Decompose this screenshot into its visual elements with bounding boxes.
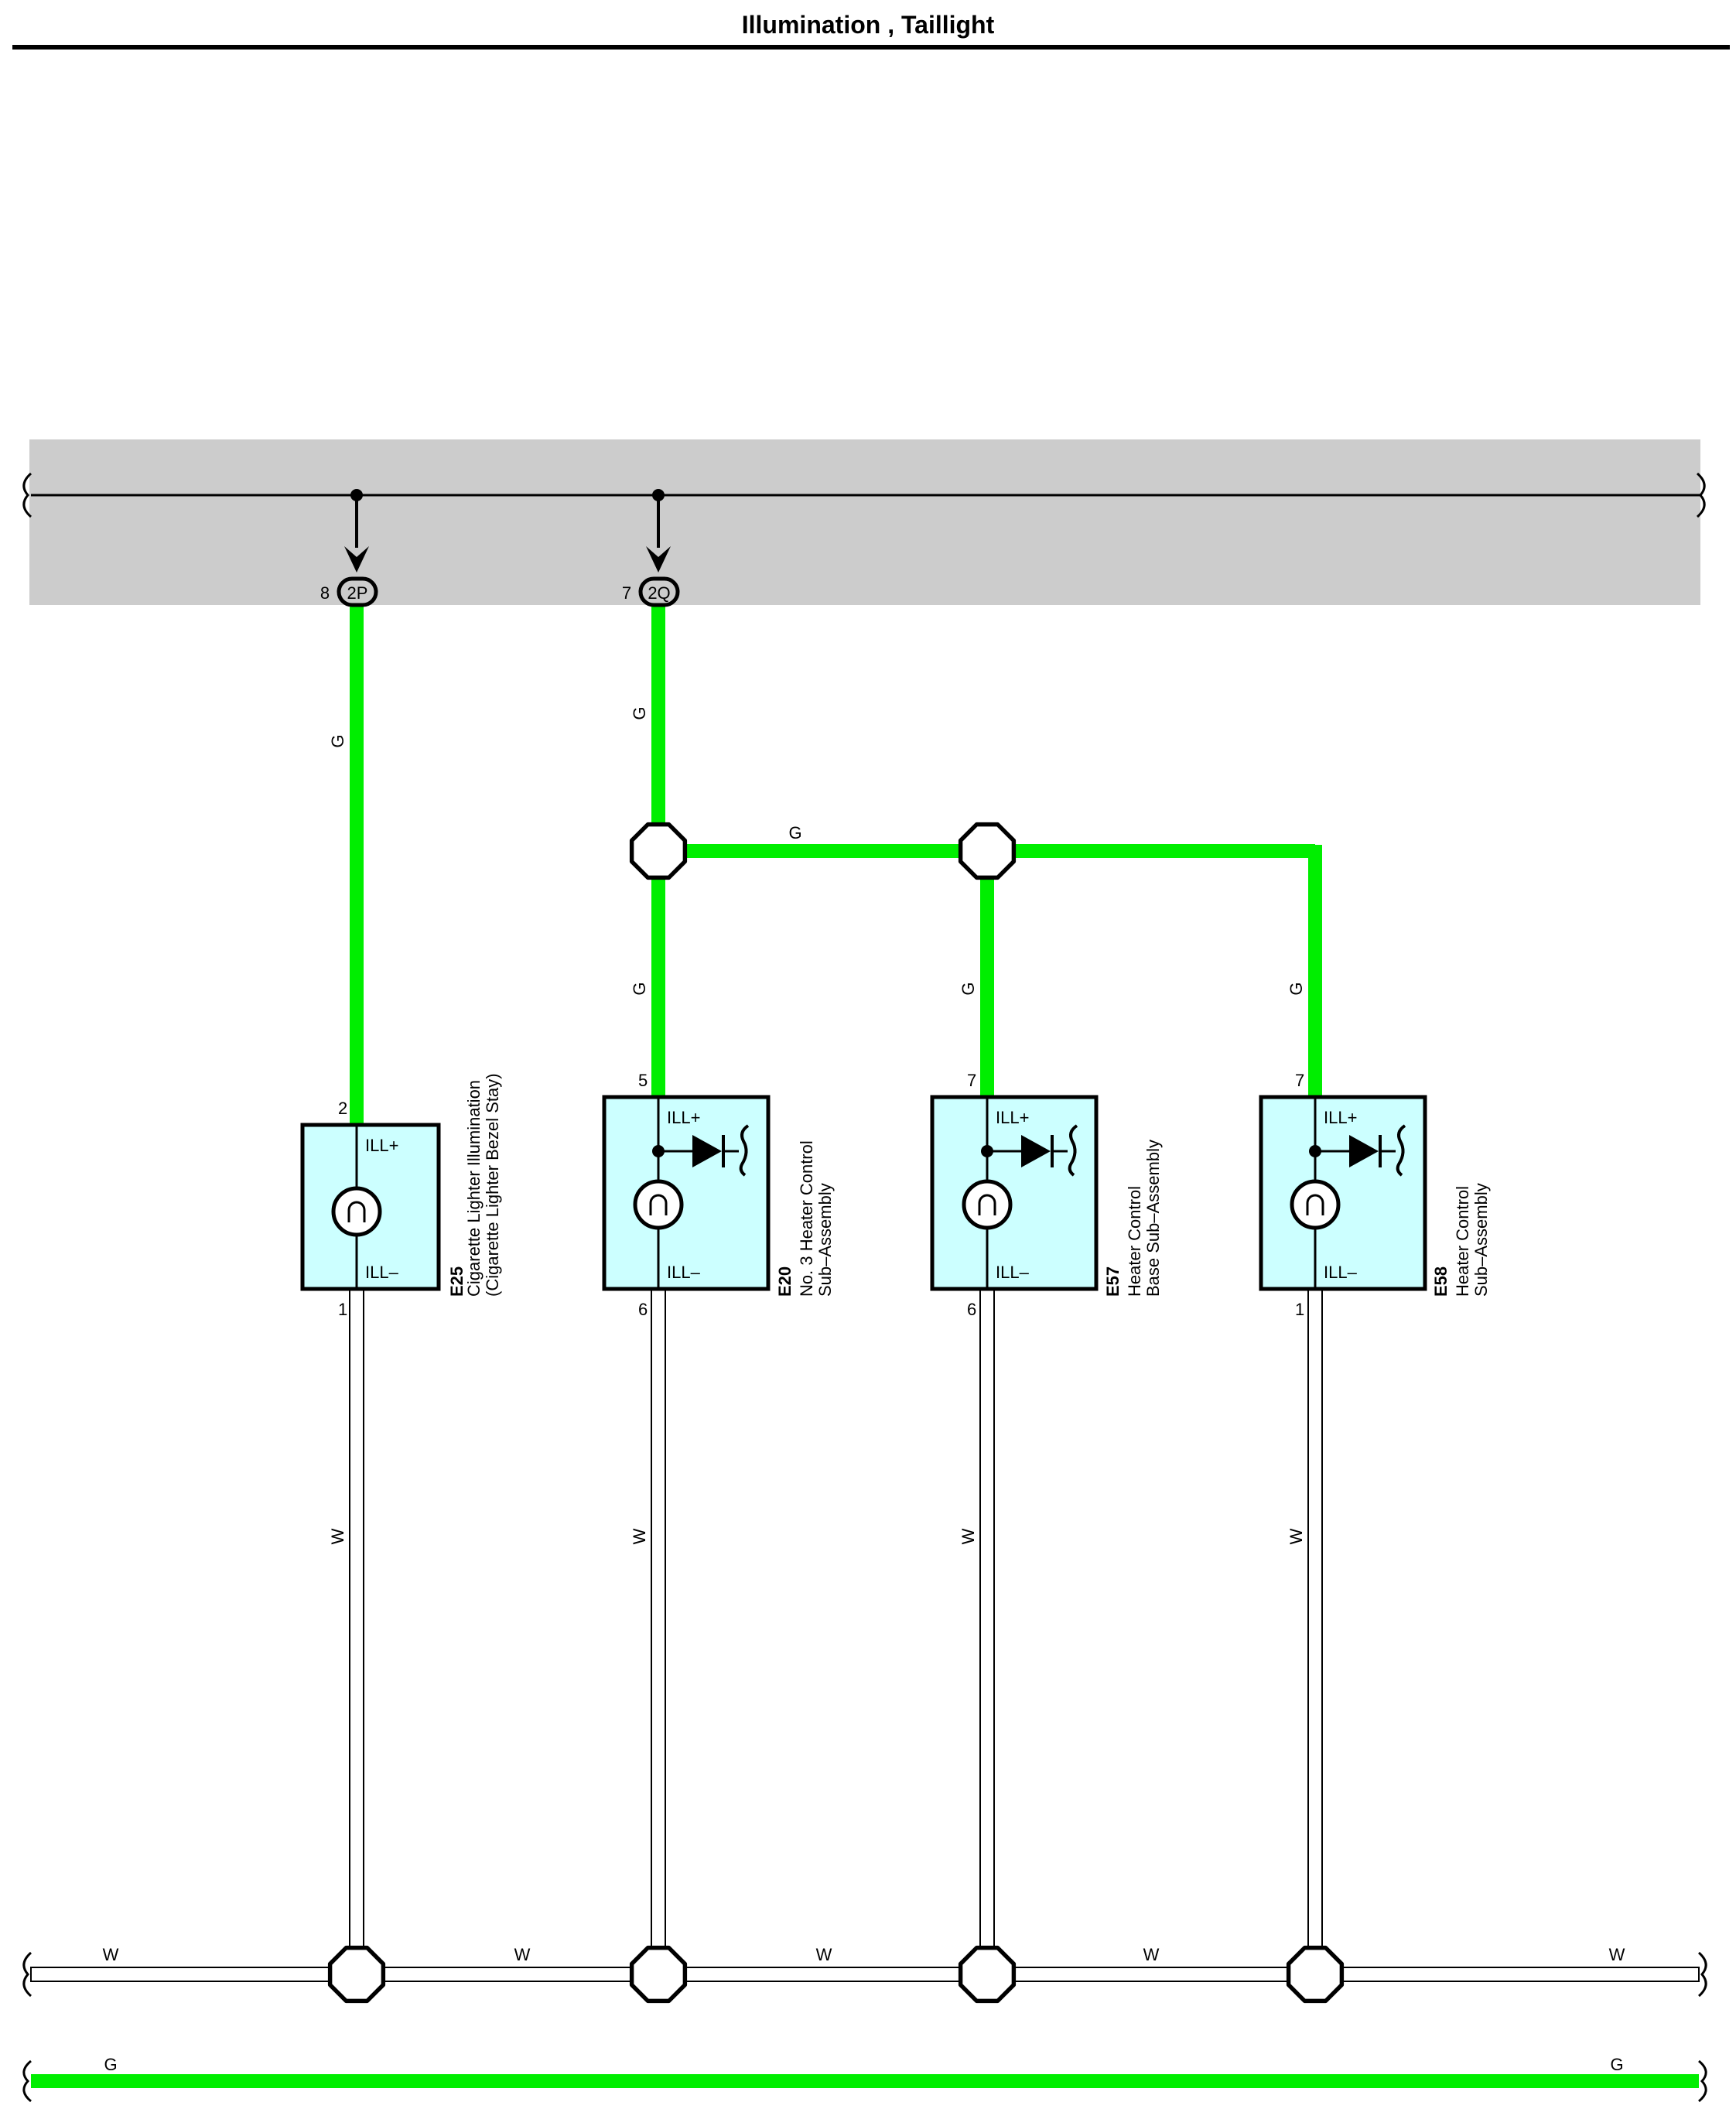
splice-g-2 [961,825,1014,878]
pin-top: 5 [638,1071,648,1090]
wire-label-w: W [514,1945,531,1964]
pin-top: 7 [1295,1071,1304,1090]
ill-plus-label: ILL+ [1324,1108,1357,1127]
splice-g-1 [632,825,685,878]
wire-label-w: W [959,1528,978,1544]
green-wires [31,602,1699,2088]
component-name-line2: (Cigarette Lighter Bezel Stay) [483,1073,502,1297]
bottom-g-break-right [1698,2059,1707,2103]
ill-minus-label: ILL– [1324,1263,1358,1282]
bottom-g-break-left [22,2059,32,2103]
component-name-line2: Sub–Assembly [815,1183,835,1297]
wire-label-w: W [1609,1945,1625,1964]
lamp-icon [964,1181,1010,1228]
component-name-line1: Cigarette Lighter Illumination [464,1080,484,1297]
component-e25: ILL+ ILL– 2 1 E25 Cigarette Lighter Illu… [300,1073,502,1319]
wire-label-g: G [328,734,347,747]
wire-label-g: G [630,706,649,719]
lamp-icon [333,1188,380,1235]
ill-minus-label: ILL– [667,1263,701,1282]
component-code: E57 [1103,1266,1123,1297]
ill-plus-label: ILL+ [365,1136,398,1155]
component-e57: ILL+ ILL– 7 6 E57 Heater Control Base Su… [930,1071,1163,1319]
component-code: E25 [447,1266,466,1297]
wire-label-g: G [104,2055,117,2074]
pin-top: 2 [338,1099,347,1118]
ill-plus-label: ILL+ [667,1108,700,1127]
wire-label-g: G [630,982,649,995]
wire-label-w: W [103,1945,119,1964]
wire-label-w: W [630,1528,649,1544]
wire-label-g: G [1610,2055,1623,2074]
wire-label-w: W [1143,1945,1160,1964]
header-band [29,439,1700,605]
splice-w-2 [632,1948,685,2001]
component-name-line1: Heater Control [1453,1186,1472,1297]
wire-label-w: W [816,1945,832,1964]
splice-w-4 [1289,1948,1342,2001]
splice-w-3 [961,1948,1014,2001]
component-name-line1: Heater Control [1125,1186,1144,1297]
connector-2Q: 2Q 7 [622,576,680,607]
pin-top: 7 [967,1071,976,1090]
pin-bottom: 1 [338,1300,347,1319]
wire-label-w: W [328,1528,347,1544]
ill-plus-label: ILL+ [996,1108,1029,1127]
ill-minus-label: ILL– [996,1263,1030,1282]
wire-label-g: G [1287,982,1306,995]
svg-text:2Q: 2Q [648,583,670,603]
pin-bottom: 6 [638,1300,648,1319]
header-break-left [22,472,32,518]
svg-text:7: 7 [622,583,631,603]
svg-text:2P: 2P [347,583,368,603]
wire-label-g: G [788,823,801,843]
header-break-right [1696,472,1706,518]
pin-bottom: 1 [1295,1300,1304,1319]
component-code: E58 [1431,1266,1451,1297]
feed-tap-2P [344,489,369,573]
ill-minus-label: ILL– [365,1263,399,1282]
page-title: Illumination , Taillight [741,11,995,39]
component-code: E20 [775,1266,795,1297]
white-wires [30,1288,1700,1982]
lamp-icon [635,1181,682,1228]
component-name-line2: Sub–Assembly [1471,1183,1491,1297]
connector-2P: 2P 8 [320,576,378,607]
component-name-line1: No. 3 Heater Control [797,1140,816,1297]
wire-label-g: G [959,982,978,995]
title-rule [12,45,1730,50]
splice-w-1 [330,1948,384,2001]
svg-text:8: 8 [320,583,330,603]
bottom-w-break-right [1697,1951,1707,1998]
wire-label-w: W [1287,1528,1306,1544]
pin-bottom: 6 [967,1300,976,1319]
component-name-line2: Base Sub–Assembly [1143,1140,1163,1297]
bottom-w-break-left [22,1951,32,1998]
lamp-icon [1292,1181,1338,1228]
component-e58: ILL+ ILL– 7 1 E58 Heater Control Sub–Ass… [1259,1071,1491,1319]
component-e20: ILL+ ILL– 5 6 E20 No. 3 Heater Control S… [602,1071,835,1319]
feed-tap-2Q [646,489,671,573]
